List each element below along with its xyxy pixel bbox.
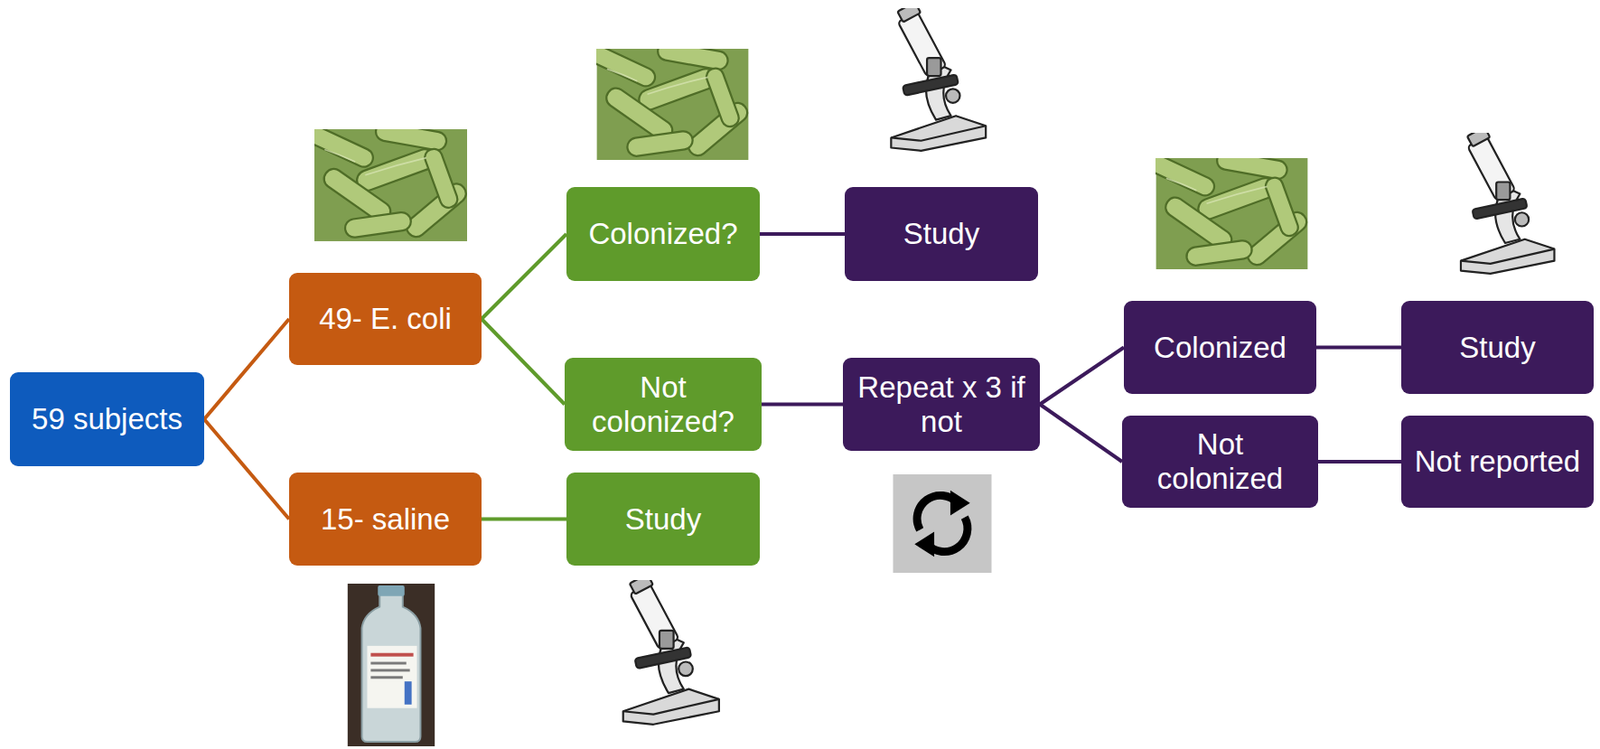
box-label: Repeat x 3 if not [851,370,1031,440]
box-label: 59 subjects [31,402,183,437]
box-label: Not reported [1414,444,1581,479]
branch-connector [1039,347,1124,405]
bacteria-image [1145,149,1310,270]
box-label: Study [625,502,702,537]
outcome-box: Study [844,187,1039,281]
microscope-icon [1460,126,1555,273]
branch-connector [481,233,567,319]
microscope-icon [623,573,720,724]
branch-connector [481,318,565,405]
branch-connector [1316,346,1402,350]
outcome-box: Study [1401,300,1594,394]
result-box: Colonized [1123,300,1317,394]
branch-connector [481,517,567,522]
box-label: Not colonized? [573,370,753,440]
branch-connector [761,402,843,407]
repeat-icon [893,474,992,573]
outcome-box: Not reported [1401,415,1594,508]
bacteria-image [303,121,470,242]
microscope-icon [890,1,986,150]
branch-connector [204,419,290,520]
box-label: Colonized [1153,330,1287,365]
branch-connector [204,318,290,420]
box-label: Not colonized [1131,427,1310,496]
start-box: 59 subjects [9,372,205,467]
branch-connector [759,232,845,236]
branch-connector [1039,404,1123,463]
box-label: 49- E. coli [318,301,452,337]
group-box: 15- saline [289,472,482,566]
bacteria-image [586,40,751,160]
group-box: 49- E. coli [289,272,482,365]
process-box: Repeat x 3 if not [842,357,1040,451]
result-box: Not colonized [1122,415,1319,508]
branch-connector [1318,459,1402,464]
box-label: Colonized? [588,216,738,252]
question-box: Colonized? [566,187,760,281]
box-label: Study [1459,330,1535,365]
outcome-box: Study [566,472,760,566]
box-label: Study [903,216,980,252]
box-label: 15- saline [320,502,450,537]
saline-bottle-image [347,583,435,747]
question-box: Not colonized? [564,357,762,451]
